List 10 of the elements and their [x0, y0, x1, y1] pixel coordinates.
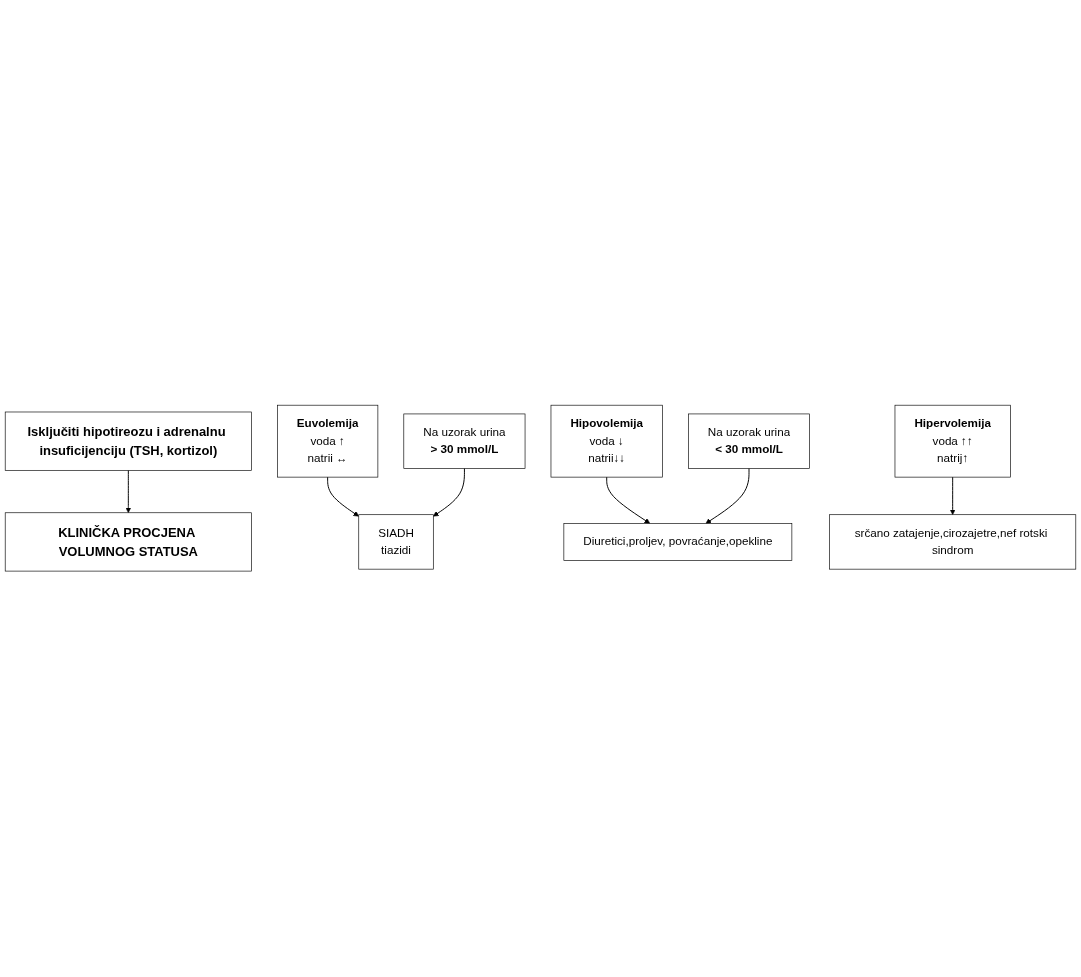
node-box: SIADH tiazidi — [358, 514, 434, 570]
node-box: Na uzorak urina > 30 mmol/L — [403, 413, 526, 470]
node-box: Diuretici,proljev, povraćanje,opekline — [563, 523, 793, 562]
node-box: Hipervolemija voda ↑↑ natrij↑ — [894, 405, 1011, 478]
node-box: Euvolemija voda ↑ natrii ↔ — [277, 405, 379, 478]
node-box: srčano zatajenje,cirozajetre,nef rotski sindrom — [829, 514, 1077, 570]
node-box: KLINIČKA PROCJENA VOLUMNOG STATUSA — [4, 512, 252, 572]
node-box: Na uzorak urina < 30 mmol/L — [688, 413, 810, 470]
node-box: Hipovolemija voda ↓ natrii↓↓ — [550, 405, 663, 478]
node-box: Isključiti hipotireozu i adrenalnu insuficijenciju (TSH, kortizol) — [4, 412, 252, 471]
